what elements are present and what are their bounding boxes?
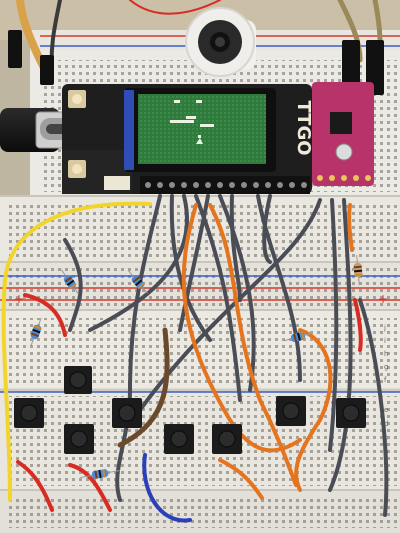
brown-wire	[117, 327, 170, 448]
board-brand-label: TTGO	[293, 100, 314, 155]
tactile-button-icon	[72, 164, 82, 174]
row-letter: e	[384, 406, 388, 414]
yellow-wire	[1, 201, 152, 502]
speaker-icon	[185, 7, 256, 77]
push-buttons	[14, 366, 366, 454]
board-connector	[104, 176, 130, 190]
tactile-button-icon	[164, 424, 194, 454]
row-letter: j	[383, 324, 386, 332]
dupont-connector	[342, 40, 360, 95]
rail-plus-label: +	[378, 292, 388, 306]
resistors	[30, 255, 363, 479]
tactile-button-icon	[212, 424, 242, 454]
game-sprites	[170, 100, 214, 144]
row-letter: d	[384, 420, 388, 428]
resistor-icon	[30, 317, 42, 347]
ttgo-board: TTGO	[62, 84, 314, 194]
dupont-connector	[40, 55, 54, 85]
dupont-connector	[8, 30, 22, 68]
tactile-button-icon	[14, 398, 44, 428]
rail-minus-label: −	[14, 269, 24, 283]
breakout-trimpot	[335, 143, 353, 161]
resistor-icon	[283, 331, 313, 343]
row-letter: g	[384, 363, 388, 371]
blue-wire	[142, 453, 192, 523]
header-pins	[140, 176, 310, 194]
breakout-chip	[330, 112, 352, 134]
tactile-button-icon	[64, 424, 94, 454]
row-letter: f	[384, 376, 387, 384]
resistor-icon	[127, 270, 149, 294]
screen-frame-blue	[124, 90, 134, 170]
tactile-button-icon	[276, 396, 306, 426]
tactile-button-icon	[72, 94, 82, 104]
tactile-button-icon	[336, 398, 366, 428]
row-letter: h	[384, 350, 388, 358]
orange-wires	[181, 203, 354, 500]
red-wires	[16, 293, 363, 512]
resistor-icon	[80, 469, 120, 479]
tactile-button-icon	[112, 398, 142, 428]
tactile-button-icon	[64, 366, 92, 394]
rail-minus-label: −	[378, 269, 388, 283]
breakout-board	[312, 82, 374, 186]
row-letter: i	[384, 337, 386, 345]
lcd-screen	[138, 94, 266, 164]
resistor-icon	[60, 269, 80, 295]
resistor-icon	[353, 255, 363, 285]
rail-plus-label: +	[14, 292, 24, 306]
dupont-connector	[366, 40, 384, 95]
gray-wires	[63, 194, 389, 517]
